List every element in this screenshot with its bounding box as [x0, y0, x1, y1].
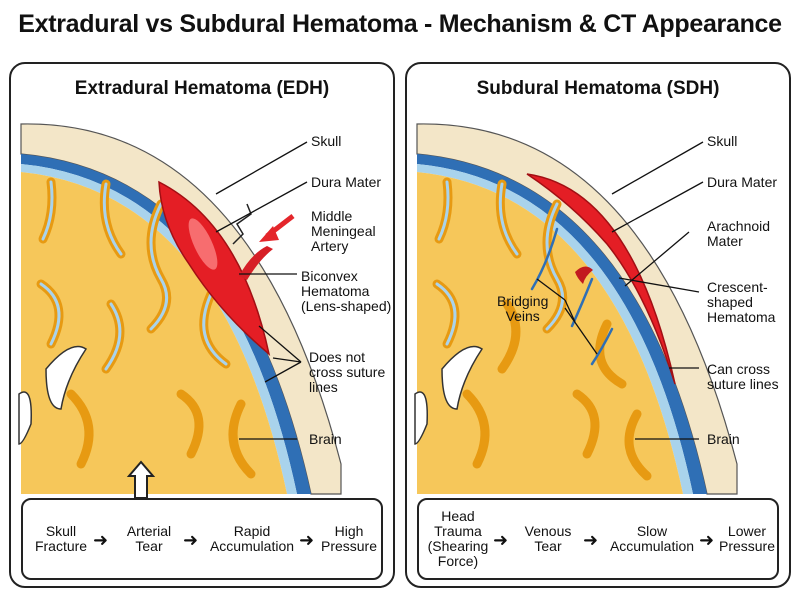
- edh-artery: [239, 246, 273, 280]
- sdh-leader-lines: [536, 141, 704, 440]
- sdh-illustration: [414, 123, 738, 495]
- sdh-panel: Subdural Hematoma (SDH) Skull Dura Mater…: [405, 62, 791, 588]
- sdh-label-arachnoid: Arachnoid Mater: [707, 218, 771, 249]
- edh-dura: [21, 154, 311, 494]
- edh-flow-arrow-3: ➜: [299, 530, 315, 550]
- page-title: Extradural vs Subdural Hematoma - Mechan…: [18, 10, 782, 38]
- edh-label-skull: Skull: [311, 133, 342, 149]
- sdh-label-veins: Bridging Veins: [497, 293, 549, 324]
- sdh-label-brain: Brain: [707, 431, 740, 447]
- sdh-sulci-inner: [435, 180, 565, 346]
- edh-illustration: [18, 123, 342, 499]
- edh-label-brain: Brain: [309, 431, 342, 447]
- sdh-label-suture: Can cross suture lines: [707, 361, 779, 392]
- edh-flow-arrow-1: ➜: [93, 530, 109, 550]
- edh-label-suture: Does not cross suture lines: [309, 349, 386, 395]
- sdh-flow-arrow-3: ➜: [699, 530, 715, 550]
- sdh-title: Subdural Hematoma (SDH): [476, 78, 720, 99]
- edh-title: Extradural Hematoma (EDH): [74, 78, 330, 99]
- edh-label-hematoma: Biconvex Hematoma (Lens-shaped): [301, 268, 392, 314]
- edh-ventricle: [45, 345, 88, 410]
- sdh-ventricle-2: [414, 391, 428, 445]
- sdh-label-hematoma: Crescent- shaped Hematoma: [707, 279, 776, 325]
- edh-red-arrow: [259, 214, 295, 242]
- sdh-bridging-veins: [530, 227, 614, 366]
- sdh-hematoma: [526, 173, 676, 385]
- edh-ventricle-2: [18, 391, 32, 445]
- edh-fracture: [232, 203, 252, 245]
- sdh-label-skull: Skull: [707, 133, 738, 149]
- sdh-dura: [417, 154, 707, 494]
- sdh-vein-tear: [575, 266, 593, 284]
- edh-label-artery: Middle Meningeal Artery: [311, 208, 376, 254]
- edh-sulci-inner: [39, 180, 228, 371]
- sdh-flow-arrow-2: ➜: [583, 530, 599, 550]
- edh-panel: Extradural Hematoma (EDH) Skull Dura Mat…: [9, 62, 395, 588]
- sdh-label-dura: Dura Mater: [707, 174, 778, 190]
- sdh-flow-arrow-1: ➜: [493, 530, 509, 550]
- sdh-csf: [417, 164, 693, 494]
- sdh-ventricle: [441, 345, 484, 410]
- edh-leader-lines: [215, 141, 308, 440]
- edh-label-dura: Dura Mater: [311, 174, 382, 190]
- edh-flow-arrow-2: ➜: [183, 530, 199, 550]
